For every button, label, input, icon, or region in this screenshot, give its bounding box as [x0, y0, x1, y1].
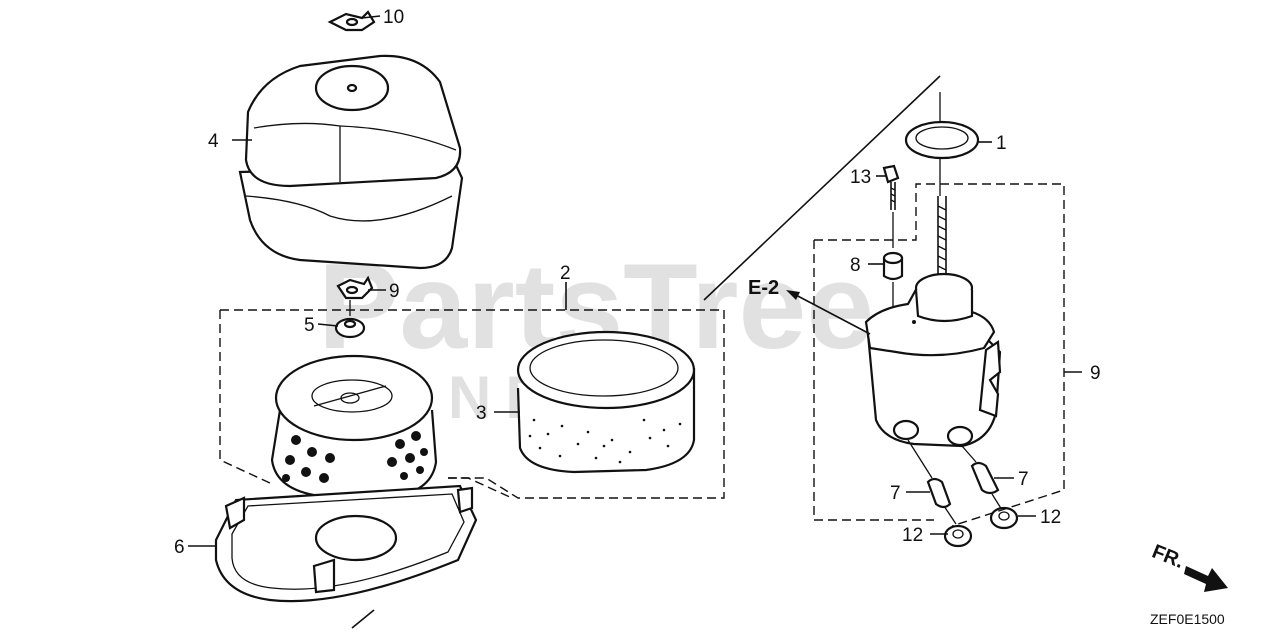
callout-3: 3 [476, 403, 487, 424]
bolt-part [882, 164, 900, 210]
callout-7-right: 7 [1018, 469, 1029, 490]
reference-arrow [786, 290, 871, 335]
outer-foam-element-part [516, 330, 696, 474]
tube-left-part [926, 477, 952, 509]
wing-nut-part [336, 275, 374, 300]
callout-6: 6 [174, 537, 185, 558]
callout-9: 9 [1090, 363, 1101, 384]
callout-8: 8 [850, 255, 861, 276]
callout-12-right: 12 [1040, 507, 1061, 528]
callout-1: 1 [996, 133, 1007, 154]
seal-washer-part [334, 317, 366, 339]
callout-13: 13 [850, 167, 871, 188]
elbow-assembly-frame [814, 183, 1065, 527]
top-wing-nut-part [327, 10, 376, 32]
callout-labels: 10 4 2 3 5 6 9 1 13 8 9 7 7 12 12 E-2 [174, 7, 1101, 558]
callout-4: 4 [208, 131, 219, 152]
front-direction-indicator: FR. [1149, 541, 1228, 592]
callout-12-left: 12 [902, 525, 923, 546]
diagram-code: ZEF0E1500 [1150, 611, 1225, 627]
leader-lines [188, 15, 1082, 629]
callout-11: 10 [383, 7, 404, 28]
reference-label: E-2 [748, 277, 779, 299]
flange-nut-left-part [943, 524, 973, 548]
callout-5: 5 [304, 315, 315, 336]
element-set-frame [220, 309, 725, 499]
callout-2: 2 [560, 263, 571, 284]
elbow-assembly-part [864, 272, 1002, 448]
callout-7-left: 7 [890, 483, 901, 504]
callout-10: 9 [389, 281, 400, 302]
inner-element-part [270, 354, 438, 498]
air-cleaner-base-part [214, 484, 478, 603]
gasket-part [904, 120, 980, 160]
front-direction-arrow-icon [1184, 566, 1228, 592]
collar-part [882, 251, 904, 281]
front-direction-label: FR. [1149, 541, 1187, 573]
flange-nut-right-part [989, 506, 1019, 530]
air-cleaner-cover-part [238, 54, 464, 270]
tube-right-part [970, 461, 1000, 495]
